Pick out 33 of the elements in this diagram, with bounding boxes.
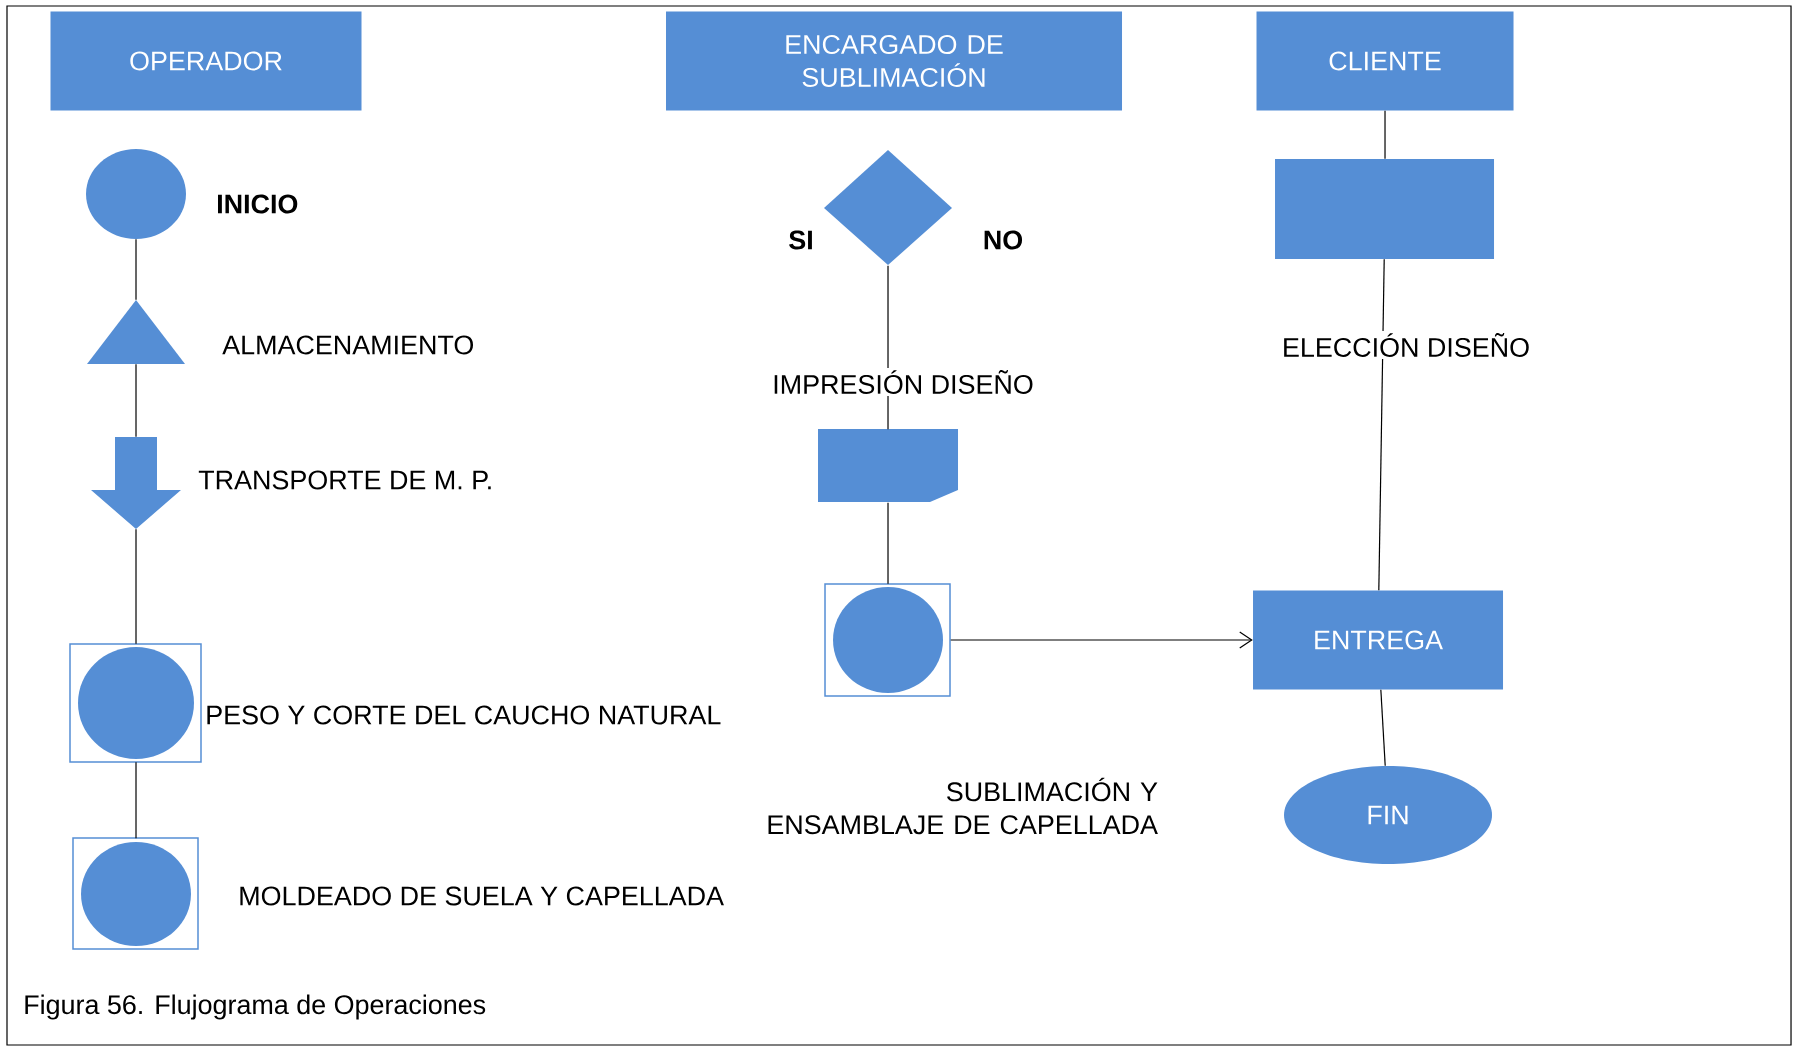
transport-arrow <box>91 437 181 529</box>
shape-label: ALMACENAMIENTO <box>222 335 473 355</box>
header-box: CLIENTE <box>1256 11 1514 111</box>
operation-symbol <box>69 643 202 763</box>
shape-label: INICIO <box>218 194 298 214</box>
connector <box>1378 258 1385 591</box>
connector <box>1380 689 1386 767</box>
process-box <box>1275 159 1494 259</box>
connector <box>950 631 1253 649</box>
edge-label: IMPRESIÓN DISEÑO <box>770 368 1036 396</box>
edge-label: ELECCIÓN DISEÑO <box>1279 331 1533 359</box>
operation-symbol <box>72 837 199 950</box>
connector <box>135 761 137 839</box>
connector <box>1384 110 1386 160</box>
shape-label: TRANSPORTE DE M. P. <box>198 470 491 490</box>
decision-diamond <box>824 150 952 265</box>
shape-label: MOLDEADO DE SUELA Y CAPELLADA <box>240 886 724 906</box>
caption: Figura 56. Flujograma de Operaciones <box>25 994 486 1020</box>
connector <box>887 502 889 585</box>
shape-label: PESO Y CORTE DEL CAUCHO NATURAL <box>207 705 721 725</box>
connector <box>135 238 137 301</box>
start-circle <box>86 149 186 239</box>
document-shape <box>818 429 958 502</box>
connector <box>135 363 137 438</box>
header-box: OPERADOR <box>50 11 362 111</box>
operation-symbol <box>824 583 951 697</box>
header-box: ENCARGADO DE SUBLIMACIÓN <box>666 11 1122 111</box>
shape-label: SUBLIMACIÓN Y ENSAMBLAJE DE CAPELLADA <box>768 777 1158 835</box>
shape-label: SI <box>789 230 812 250</box>
storage-triangle <box>87 300 185 364</box>
process-box: ENTREGA <box>1253 590 1503 690</box>
shape-label: NO <box>984 230 1023 250</box>
connector <box>135 528 137 645</box>
